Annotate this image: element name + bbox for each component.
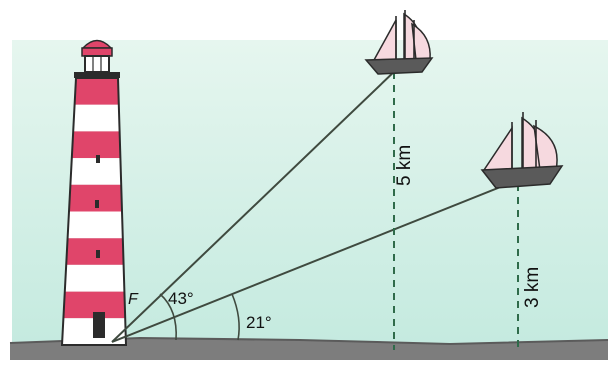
angle-43-label: 43°: [168, 289, 194, 308]
lighthouse-window: [95, 200, 99, 208]
lighthouse-stripe: [71, 131, 121, 159]
lighthouse-outline: [60, 77, 128, 346]
lighthouse-window: [96, 155, 100, 163]
ship-hull: [364, 57, 434, 75]
height-3km-label: 3 km: [522, 267, 543, 308]
angle-arc-21: [231, 293, 240, 341]
lighthouse-stripe: [67, 211, 123, 239]
lighthouse-stripe: [73, 104, 120, 132]
angle-21-label: 21°: [246, 313, 272, 332]
lighthouse-window: [96, 250, 100, 258]
lighthouse-stripe: [64, 264, 125, 292]
lighthouse-lantern: [85, 56, 109, 72]
sailing-ship-icon: [364, 10, 434, 75]
angle-arc-43: [159, 293, 177, 341]
lighthouse-icon: [60, 39, 128, 346]
lighthouse-door: [93, 312, 105, 338]
lighthouse-stripe: [63, 291, 126, 319]
sailing-ship-icon: [480, 112, 564, 189]
lighthouse-gallery: [74, 72, 120, 78]
lighthouse-stripe: [70, 158, 122, 185]
ground-strip: [10, 338, 608, 360]
lighthouse-stripe: [66, 238, 124, 265]
height-5km-label: 5 km: [394, 145, 415, 186]
observer-point-label: F: [128, 291, 139, 308]
ship-hull: [480, 165, 564, 189]
sight-line-to-far-ship: [111, 67, 399, 343]
lighthouse-lantern-band: [81, 47, 113, 57]
lighthouse-stripe: [74, 78, 119, 105]
lighthouse-stripe: [69, 184, 122, 212]
sight-line-to-near-ship: [111, 179, 519, 343]
